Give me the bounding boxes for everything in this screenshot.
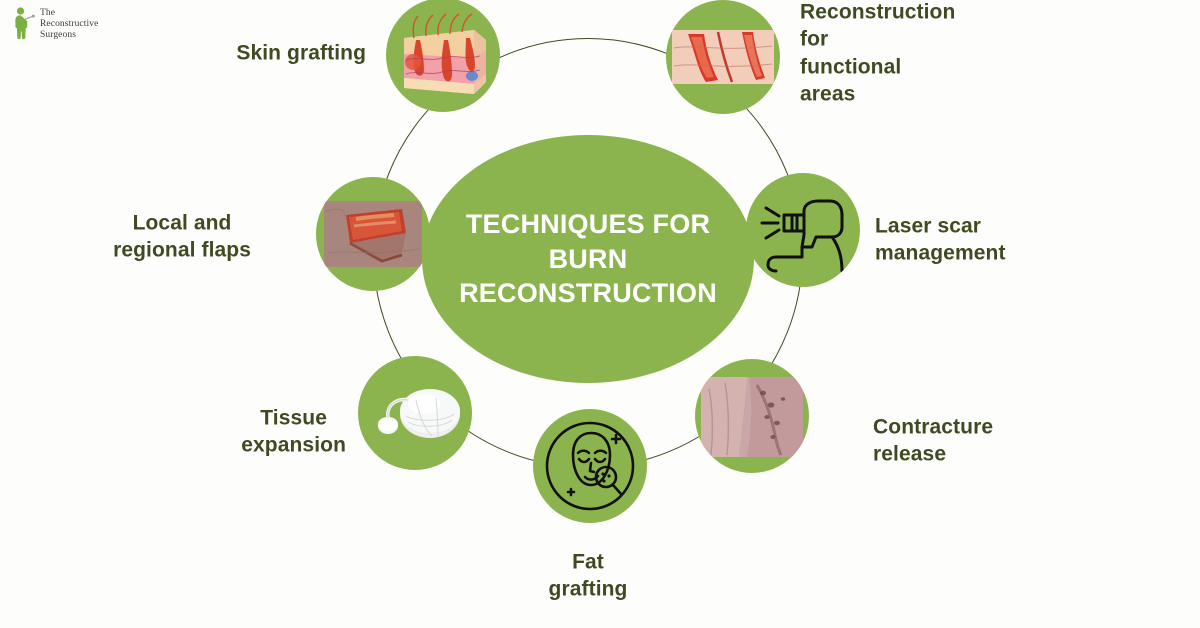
face-magnifier-icon: [545, 421, 635, 511]
wheel-hub: TECHNIQUES FOR BURN RECONSTRUCTION: [422, 135, 754, 383]
node-contracture-release[interactable]: [695, 359, 809, 473]
laser-handpiece-icon: [760, 199, 844, 273]
scarred-knee-photo: [701, 377, 803, 457]
tissue-expander-implant-photo: [378, 389, 460, 438]
brand-logo: The Reconstructive Surgeons: [10, 6, 98, 42]
node-laser-scar-management[interactable]: [746, 173, 860, 287]
surgical-flap-photo: [324, 201, 422, 267]
label-contracture-release: Contracture release: [873, 415, 994, 466]
node-reconstruction-functional-areas[interactable]: [666, 0, 780, 114]
standing-figure-icon: [15, 7, 35, 40]
node-fat-grafting[interactable]: [533, 409, 647, 523]
label-local-regional-flaps: Local and regional flaps: [113, 211, 251, 262]
label-fat-grafting: Fat grafting: [548, 550, 628, 601]
label-reconstruction-functional-areas: Reconstruction for functional areas: [800, 0, 956, 106]
wrist-incision-photo: [672, 30, 774, 84]
label-skin-grafting: Skin grafting: [236, 41, 366, 65]
node-tissue-expansion[interactable]: [358, 356, 472, 470]
node-skin-grafting[interactable]: [386, 0, 500, 112]
page-title: TECHNIQUES FOR BURN RECONSTRUCTION: [459, 209, 717, 309]
label-tissue-expansion: Tissue expansion: [241, 406, 346, 457]
skin-cross-section-illustration: [404, 13, 486, 94]
brand-name: The Reconstructive Surgeons: [40, 8, 99, 41]
node-local-regional-flaps[interactable]: [316, 177, 430, 291]
label-laser-scar-management: Laser scar management: [875, 214, 1006, 265]
